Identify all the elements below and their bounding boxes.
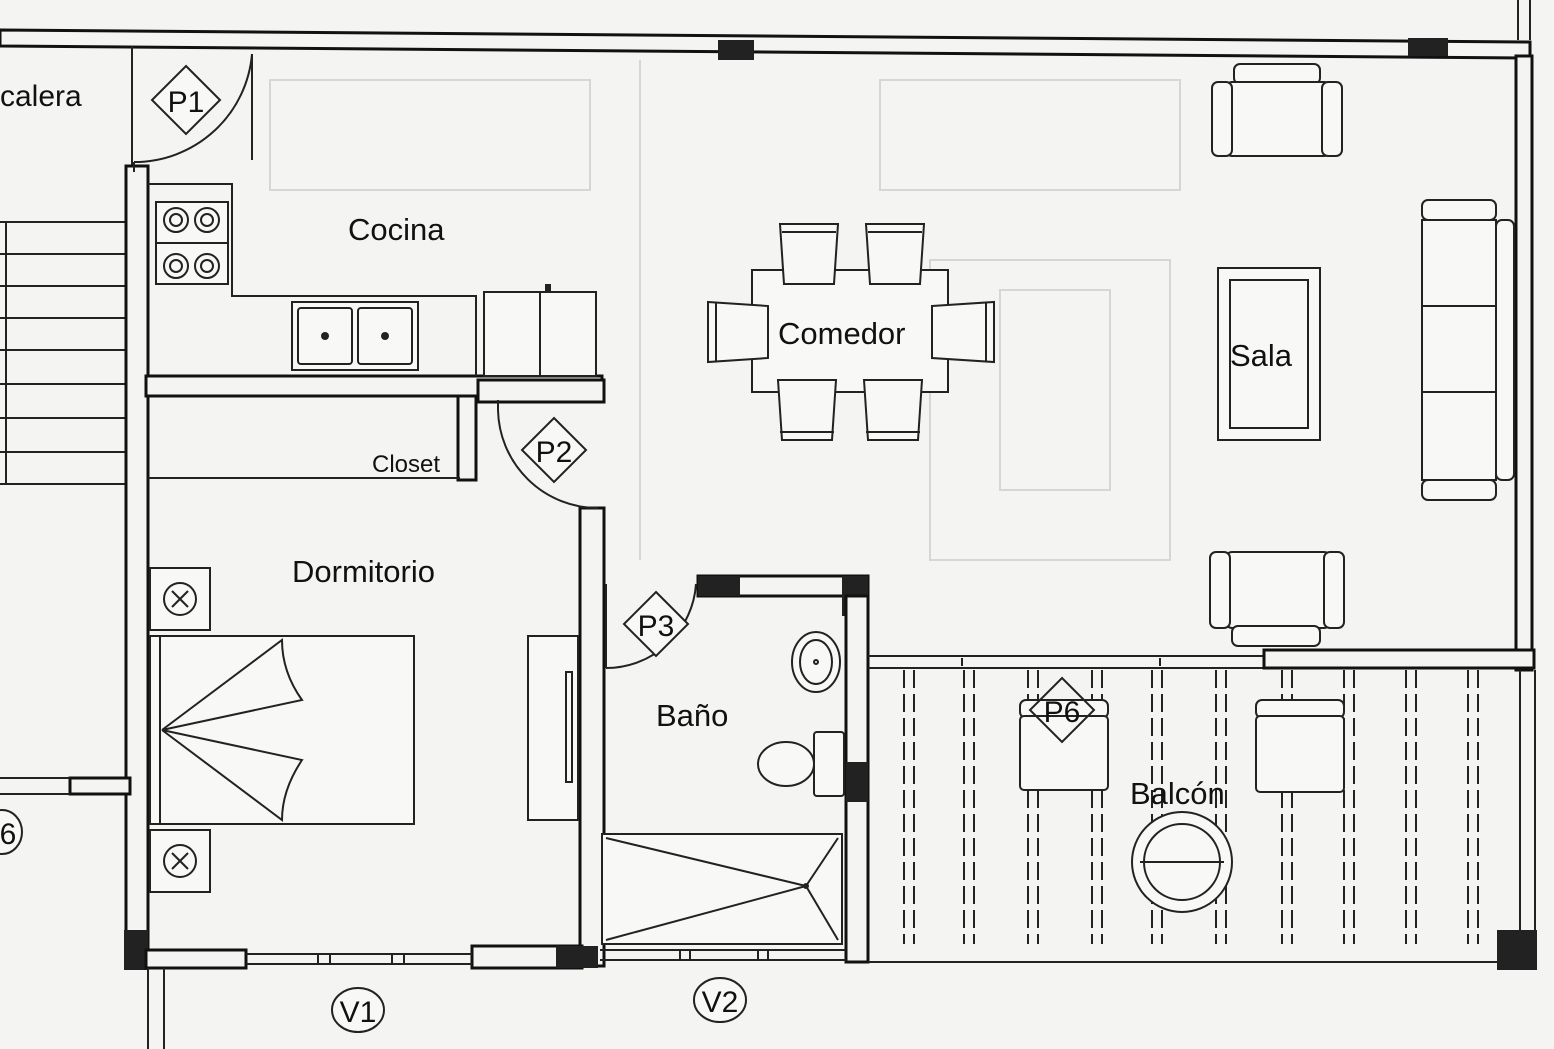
sofa-icon [1421,199,1515,501]
round-table-icon [1131,811,1233,913]
window-tag-v2-label: V2 [702,986,739,1019]
door-tag-p1-label: P1 [168,86,205,119]
room-label-cocina: Cocina [348,212,445,247]
balcony-furniture [1019,699,1345,913]
door-tag-p2: P2 [520,416,588,484]
dining-chair [862,379,924,441]
door-tag-p6: P6 [1028,676,1096,744]
stove-icon [155,201,229,285]
washbasin-icon [791,631,841,693]
window-balcony [961,658,1161,666]
door-p2 [497,400,599,509]
room-label-closet: Closet [372,451,440,478]
window-tag-edge-label: 6 [0,818,16,851]
window-v2 [600,949,846,961]
faint-background-lines [269,60,1181,561]
kitchen-fixtures [148,183,597,377]
armchair-icon [1255,699,1345,793]
door-tag-p3: P3 [622,590,690,658]
armchair-icon [1019,699,1109,791]
dining-table [751,269,949,393]
kitchen-sink-icon [291,301,419,371]
door-tag-p1: P1 [150,64,222,136]
door-p1 [133,53,253,172]
door-tag-p6-label: P6 [1044,696,1081,729]
window-v1 [246,953,472,965]
room-label-sala: Sala [1230,338,1293,373]
dining-chair [931,300,995,364]
toilet-icon [757,731,845,797]
nightstand-lamp-icon [149,829,211,893]
room-label-escalera: calera [0,80,82,113]
wardrobe-icon [527,635,579,821]
window-tag-edge: 6 [0,809,23,855]
armchair-icon [1211,63,1343,157]
staircase [0,221,128,485]
dining-set [707,223,995,441]
bedroom-furniture [149,567,579,893]
window-tag-v1-label: V1 [340,996,377,1029]
room-label-bano: Baño [656,698,728,733]
armchair-icon [1209,551,1345,647]
bathroom-fixtures [601,631,845,945]
refrigerator-icon [483,284,597,377]
room-label-dormitorio: Dormitorio [292,554,435,589]
door-tag-p3-label: P3 [638,610,675,643]
dining-chair [778,223,840,285]
dining-chair [707,300,769,364]
bed-icon [149,635,415,825]
door-tag-p2-label: P2 [536,436,573,469]
living-room-furniture [1209,63,1515,647]
room-label-comedor: Comedor [778,316,906,351]
room-label-balcon: Balcón [1130,776,1225,811]
coffee-table [1217,267,1321,441]
shower-icon [601,833,843,945]
window-tag-v2: V2 [693,977,747,1023]
dining-chair [776,379,838,441]
window-tag-v1: V1 [331,987,385,1033]
nightstand-lamp-icon [149,567,211,631]
dining-chair [864,223,926,285]
